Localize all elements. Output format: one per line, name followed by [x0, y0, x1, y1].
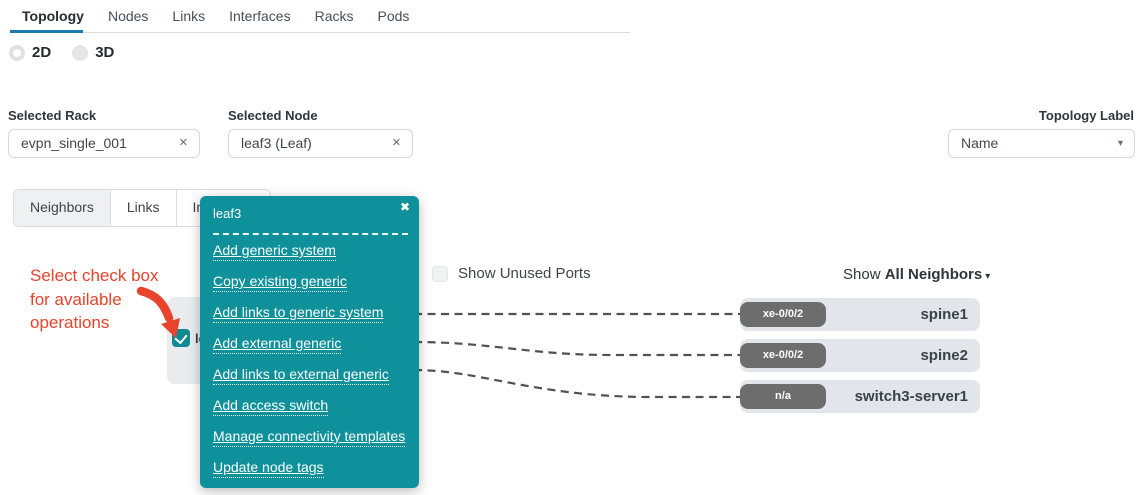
neighbor-row-switch3-server1[interactable]: n/a switch3-server1	[740, 380, 980, 413]
unused-ports-checkbox[interactable]	[432, 265, 448, 282]
tab-neighbors[interactable]: Neighbors	[14, 190, 110, 226]
neighbor-name: switch3-server1	[854, 388, 968, 405]
tab-interfaces[interactable]: Interfaces	[229, 8, 291, 24]
menu-item-copy-existing-generic[interactable]: Copy existing generic	[213, 271, 347, 292]
menu-item-add-generic-system[interactable]: Add generic system	[213, 240, 336, 261]
port-badge: xe-0/0/2	[740, 302, 826, 327]
neighbors-filter-dropdown[interactable]: Show All Neighbors▾	[843, 266, 990, 283]
active-tab-underline	[10, 30, 83, 33]
topology-label-label: Topology Label	[1038, 108, 1134, 123]
neighbors-filter-value: All Neighbors	[884, 266, 983, 283]
view-mode-toggle: 2D 3D	[9, 44, 128, 61]
menu-item-add-links-to-external-generic[interactable]: Add links to external generic	[213, 364, 389, 385]
port-badge: xe-0/0/2	[740, 343, 826, 368]
link-line-spine2	[413, 340, 741, 357]
topology-label-value: Name	[961, 135, 999, 151]
show-unused-ports-control: Show Unused Ports	[432, 265, 591, 282]
selected-rack-input[interactable]: evpn_single_001 ✕	[8, 129, 200, 158]
radio-2d-label[interactable]: 2D	[32, 44, 52, 61]
unused-ports-label: Show Unused Ports	[458, 265, 591, 282]
node-checkbox-checked[interactable]	[172, 329, 190, 347]
main-tab-bar: Topology Nodes Links Interfaces Racks Po…	[22, 6, 409, 26]
port-badge: n/a	[740, 384, 826, 409]
clear-node-icon[interactable]: ✕	[391, 137, 401, 149]
context-menu-separator	[213, 233, 408, 235]
radio-2d-icon[interactable]	[9, 44, 25, 61]
radio-3d-icon[interactable]	[72, 44, 89, 61]
chevron-down-icon: ▾	[985, 271, 991, 282]
selected-rack-value: evpn_single_001	[21, 135, 127, 151]
tab-topology[interactable]: Topology	[22, 8, 84, 24]
menu-item-add-external-generic[interactable]: Add external generic	[213, 333, 342, 354]
topology-label-select[interactable]: Name ▾	[948, 129, 1135, 158]
selected-node-input[interactable]: leaf3 (Leaf) ✕	[228, 129, 413, 158]
menu-item-update-node-tags[interactable]: Update node tags	[213, 457, 324, 478]
neighbors-filter-prefix: Show	[843, 266, 881, 283]
tab-nodes[interactable]: Nodes	[107, 8, 149, 24]
selected-node-value: leaf3 (Leaf)	[241, 135, 312, 151]
selected-node-label: Selected Node	[228, 108, 318, 123]
tab-links[interactable]: Links	[172, 8, 206, 24]
chevron-down-icon: ▾	[1117, 138, 1123, 149]
menu-item-add-access-switch[interactable]: Add access switch	[213, 395, 329, 416]
tab-detail-links[interactable]: Links	[109, 190, 176, 226]
link-line-server1	[413, 368, 741, 399]
clear-rack-icon[interactable]: ✕	[178, 137, 188, 149]
context-menu-title: leaf3	[213, 206, 242, 221]
selected-rack-label: Selected Rack	[8, 108, 97, 123]
annotation-text: Select check box for available operation…	[30, 266, 159, 332]
neighbor-row-spine1[interactable]: xe-0/0/2 spine1	[740, 298, 980, 331]
node-context-menu: leaf3 ✖ Add generic system Copy existing…	[200, 196, 419, 488]
neighbor-name: spine2	[920, 347, 968, 364]
context-menu-items: Add generic system Copy existing generic…	[213, 240, 406, 488]
tab-pods[interactable]: Pods	[377, 8, 410, 24]
neighbor-name: spine1	[920, 306, 968, 323]
close-icon[interactable]: ✖	[399, 200, 410, 214]
neighbor-row-spine2[interactable]: xe-0/0/2 spine2	[740, 339, 980, 372]
menu-item-manage-connectivity-templates[interactable]: Manage connectivity templates	[213, 426, 406, 447]
radio-3d-label[interactable]: 3D	[95, 44, 115, 61]
tab-bar-divider	[10, 32, 630, 33]
menu-item-add-links-to-generic-system[interactable]: Add links to generic system	[213, 302, 384, 323]
tab-racks[interactable]: Racks	[314, 8, 354, 24]
